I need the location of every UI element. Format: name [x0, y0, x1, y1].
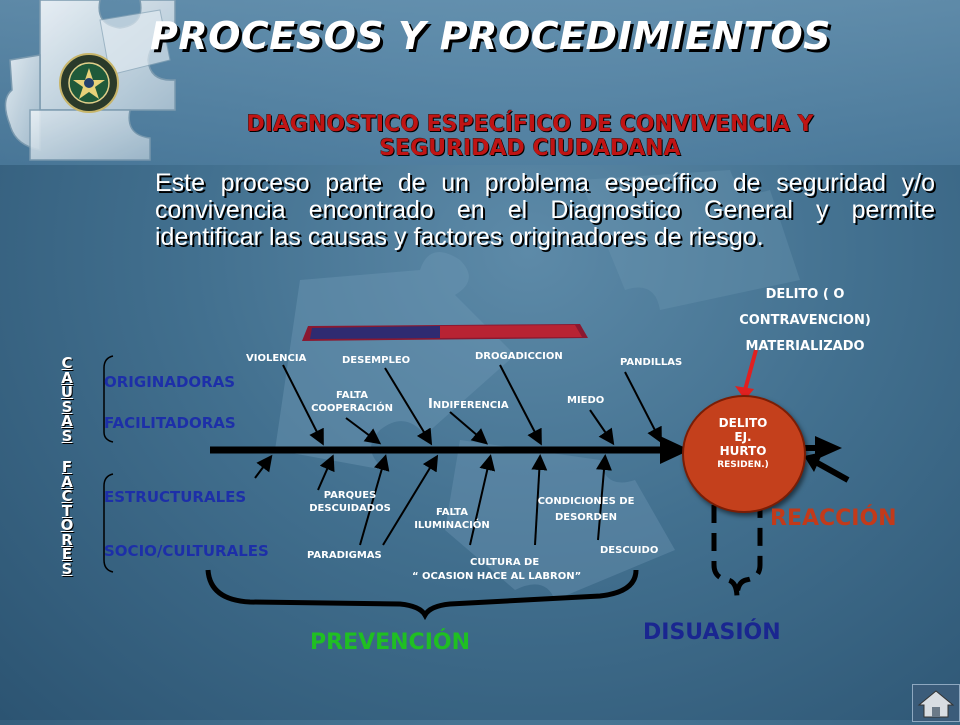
vertical-label-causas: CAUSAS: [58, 354, 76, 445]
factor-falta-iluminacion: FALTA ILUMINACIÓN: [414, 507, 490, 531]
factor-condiciones-desorden: CONDICIONES DE DESORDEN: [537, 496, 635, 523]
group-facilitadoras: FACILITADORAS: [104, 414, 236, 432]
circle-line-4: RESIDEN.): [717, 460, 769, 470]
group-estructurales: ESTRUCTURALES: [104, 488, 247, 506]
home-icon: [917, 690, 955, 718]
page-title: PROCESOS Y PROCEDIMIENTOS: [150, 14, 832, 58]
indiferencia-initial: I: [428, 397, 433, 412]
reaccion-label: REACCIÓN: [770, 506, 897, 531]
delito-materializado-label: DELITO ( O CONTRAVENCION) MATERIALIZADO: [739, 287, 871, 354]
circle-line-1: DELITO: [718, 416, 768, 430]
factor-indiferencia: INDIFERENCIA: [428, 398, 509, 412]
factor-violencia: VIOLENCIA: [246, 353, 307, 364]
factor-drogadiccion: DROGADICCION: [475, 351, 563, 362]
circle-line-3: HURTO: [719, 444, 767, 458]
factor-parques-descuidados: PARQUES DESCUIDADOS: [309, 490, 391, 514]
factor-falta-cooperacion: FALTA COOPERACIÓN: [311, 390, 393, 414]
factores-letters: FACTORES: [60, 458, 74, 578]
factor-cultura-line1: CULTURA DE: [470, 557, 540, 568]
home-button[interactable]: [912, 684, 960, 722]
factor-cultura-line2: “ OCASION HACE AL LABRON”: [412, 571, 582, 582]
vertical-label-factores: FACTORES: [58, 458, 76, 578]
section-subtitle: DIAGNOSTICO ESPECÍFICO DE CONVIVENCIA Y …: [246, 112, 814, 161]
causas-letters: CAUSAS: [60, 354, 74, 445]
description-paragraph: Este proceso parte de un problema especí…: [155, 169, 935, 251]
factor-desempleo: DESEMPLEO: [342, 355, 411, 366]
disuasion-label: DISUASIÓN: [643, 620, 781, 645]
indiferencia-rest: NDIFERENCIA: [432, 400, 509, 411]
prevencion-label: PREVENCIÓN: [310, 630, 471, 655]
factor-miedo: MIEDO: [567, 395, 605, 406]
factor-descuido: DESCUIDO: [600, 545, 659, 556]
delito-circle-text: DELITO EJ. HURTO RESIDEN.): [682, 416, 804, 472]
group-originadoras: ORIGINADORAS: [104, 373, 236, 391]
factor-paradigmas: PARADIGMAS: [307, 550, 382, 561]
police-emblem-icon: [59, 53, 119, 113]
factor-pandillas: PANDILLAS: [620, 357, 683, 368]
delito-circle: [682, 395, 806, 513]
group-socio-culturales: SOCIO/CULTURALES: [104, 542, 269, 560]
circle-line-2: EJ.: [734, 430, 752, 444]
